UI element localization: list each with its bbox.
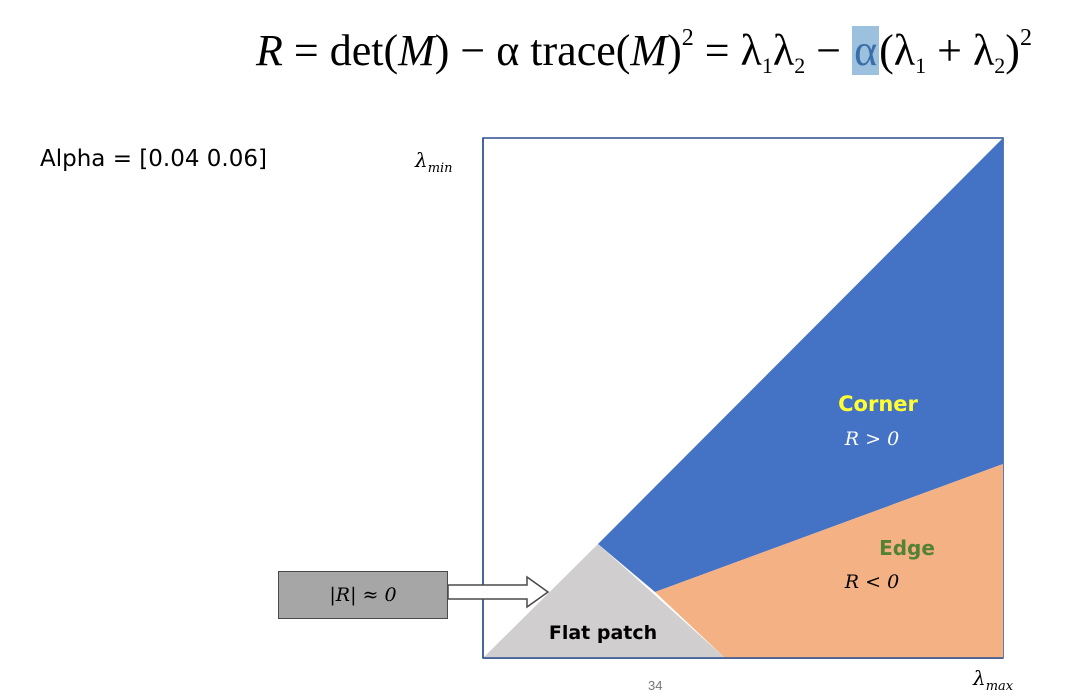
- x-axis-lambda: λ: [973, 666, 986, 690]
- formula-square: 2: [681, 25, 694, 51]
- formula-trace: ) − α trace(: [434, 26, 631, 75]
- edge-region: [655, 464, 1003, 658]
- page-number: 34: [648, 678, 663, 693]
- formula-alpha-highlight: α: [852, 26, 880, 75]
- alpha-values-label: Alpha = [0.04 0.06]: [40, 146, 267, 172]
- y-axis-label: λmin: [415, 148, 453, 176]
- formula-minus: −: [805, 26, 853, 75]
- y-axis-subscript: min: [427, 161, 453, 176]
- formula-M: M: [398, 26, 435, 75]
- corner-region: [598, 138, 1003, 592]
- corner-label: Corner: [838, 392, 918, 416]
- formula-lambda: + λ: [926, 26, 995, 75]
- formula-lambda: λ: [772, 26, 795, 75]
- x-axis-subscript: max: [985, 679, 1014, 694]
- formula-lambda: (λ: [879, 26, 916, 75]
- formula-R: R: [256, 26, 283, 75]
- formula-sub: 2: [994, 53, 1006, 78]
- r-approx-zero-callout: |R| ≈ 0: [278, 571, 448, 619]
- formula-square: 2: [1019, 25, 1032, 51]
- formula-det: = det(: [282, 26, 399, 75]
- formula-paren: ): [1005, 26, 1020, 75]
- harris-response-formula: R = det(M) − α trace(M)2 = λ1λ2 − α(λ1 +…: [256, 26, 1032, 77]
- formula-paren: ): [667, 26, 682, 75]
- formula-sub: 1: [915, 53, 927, 78]
- formula-sub: 2: [794, 53, 806, 78]
- edge-label: Edge: [879, 536, 935, 560]
- flat-patch-label: Flat patch: [549, 622, 657, 644]
- arrow-right-icon: [447, 575, 550, 609]
- corner-condition: R > 0: [844, 428, 899, 450]
- formula-sub: 1: [761, 53, 773, 78]
- edge-condition: R < 0: [844, 571, 899, 593]
- x-axis-label: λmax: [973, 666, 1013, 694]
- flat-region: [483, 544, 725, 658]
- callout-text: |R| ≈ 0: [329, 584, 397, 606]
- formula-lambda: = λ: [693, 26, 762, 75]
- y-axis-lambda: λ: [415, 148, 428, 172]
- formula-M: M: [630, 26, 668, 75]
